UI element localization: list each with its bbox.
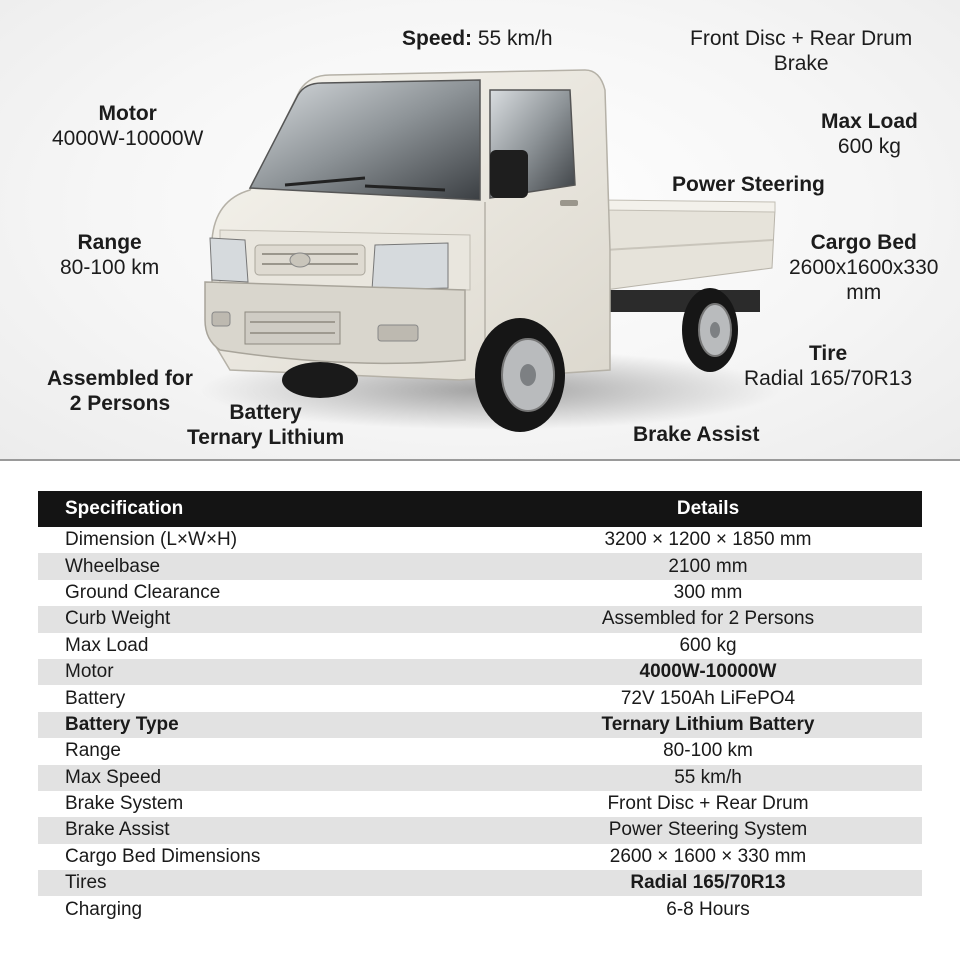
table-row: Range 80-100 km [38,738,922,765]
product-hero: Speed: 55 km/h Front Disc + Rear Drum Br… [0,0,960,460]
assembled-callout: Assembled for 2 Persons [47,366,193,416]
range-callout: Range 80-100 km [60,230,159,280]
spec-value-cell: 6-8 Hours [666,898,750,920]
spec-value-cell: 55 km/h [674,766,742,788]
table-header-details: Details [676,498,740,519]
spec-name-cell: Max Load [65,634,149,656]
spec-name-cell: Wheelbase [65,555,161,577]
table-row: Wheelbase 2100 mm [38,553,922,580]
cargo-bed-callout: Cargo Bed 2600x1600x330 mm [789,230,938,305]
spec-value-cell: 3200 × 1200 × 1850 mm [604,529,812,551]
spec-name-cell: Motor [65,661,114,683]
speed-callout-value: 55 km/h [477,27,553,50]
motor-callout: Motor 4000W-10000W [52,101,203,151]
range-callout-value: 80-100 km [60,256,160,279]
spec-value-cell: Power Steering System [608,819,808,841]
spec-value-cell: 300 mm [673,581,743,603]
brake-callout-line2: Brake [773,52,829,75]
tire-callout-label: Tire [808,342,848,365]
table-row: Max Load 600 kg [38,632,922,659]
cargo-bed-callout-label: Cargo Bed [810,231,917,254]
brake-callout: Front Disc + Rear Drum Brake [690,26,912,76]
brake-callout-line1: Front Disc + Rear Drum [690,27,913,50]
power-steering-callout: Power Steering [672,172,825,197]
cargo-bed-callout-value-line1: 2600x1600x330 [789,256,939,279]
table-header-row: Specification Details [38,491,922,527]
table-row: Motor 4000W-10000W [38,658,922,686]
table-row: Brake System Front Disc + Rear Drum [38,790,922,818]
spec-value-cell: Ternary Lithium Battery [601,713,815,735]
spec-value-cell: 600 kg [679,634,737,656]
table-row: Battery 72V 150Ah LiFePO4 [38,685,922,712]
battery-callout-line1: Battery [229,401,302,424]
table-row: Charging 6-8 Hours [38,896,922,923]
spec-value-cell: 2100 mm [668,555,748,577]
spec-name-cell: Charging [65,898,143,920]
spec-name-cell: Dimension (L×W×H) [65,529,238,551]
mini-truck-image [200,69,780,432]
table-row: Ground Clearance 300 mm [38,579,922,607]
max-load-callout: Max Load 600 kg [821,109,918,159]
spec-value-cell: Assembled for 2 Persons [601,608,815,630]
brake-assist-callout: Brake Assist [633,422,759,447]
speed-callout-label: Speed: [402,27,473,50]
spec-value-cell: 80-100 km [663,740,753,762]
assembled-callout-line2: 2 Persons [69,392,171,415]
table-row: Dimension (L×W×H) 3200 × 1200 × 1850 mm [38,527,922,554]
spec-name-cell: Curb Weight [65,608,171,630]
max-load-callout-label: Max Load [821,110,918,133]
cargo-bed-callout-value-line2: mm [846,281,882,304]
table-row: Brake Assist Power Steering System [38,817,922,844]
speed-callout: Speed: 55 km/h [402,26,553,51]
table-row: Cargo Bed Dimensions 2600 × 1600 × 330 mm [38,843,922,871]
spec-name-cell: Cargo Bed Dimensions [65,845,261,867]
spec-name-cell: Battery [65,687,126,709]
battery-callout-line2: Ternary Lithium [187,426,345,449]
range-callout-label: Range [77,231,142,254]
table-row: Curb Weight Assembled for 2 Persons [38,606,922,633]
spec-name-cell: Tires [65,872,107,894]
spec-name-cell: Range [65,740,121,762]
spec-value-cell: 72V 150Ah LiFePO4 [620,687,796,709]
table-row: Max Speed 55 km/h [38,764,922,791]
section-divider [0,459,960,461]
spec-name-cell: Battery Type [65,713,179,735]
table-header-specification: Specification [65,498,184,519]
spec-name-cell: Max Speed [65,766,162,788]
table-row: Tires Radial 165/70R13 [38,870,922,897]
battery-callout: Battery Ternary Lithium [187,400,344,450]
specification-table: Specification Details Dimension (L×W×H) 3… [38,491,922,923]
tire-callout-value: Radial 165/70R13 [744,367,913,390]
spec-value-cell: 4000W-10000W [639,661,777,683]
spec-name-cell: Ground Clearance [65,581,221,603]
motor-callout-label: Motor [98,102,157,125]
spec-name-cell: Brake Assist [65,819,170,841]
spec-value-cell: 2600 × 1600 × 330 mm [609,845,807,867]
power-steering-callout-label: Power Steering [672,173,825,196]
spec-value-cell: Front Disc + Rear Drum [607,793,809,815]
table-row: Battery Type Ternary Lithium Battery [38,711,922,739]
tire-callout: Tire Radial 165/70R13 [744,341,912,391]
spec-value-cell: Radial 165/70R13 [630,872,786,894]
brake-assist-callout-label: Brake Assist [633,423,760,446]
motor-callout-value: 4000W-10000W [52,127,204,150]
max-load-callout-value: 600 kg [837,135,901,158]
spec-name-cell: Brake System [65,793,184,815]
assembled-callout-line1: Assembled for [47,367,193,390]
